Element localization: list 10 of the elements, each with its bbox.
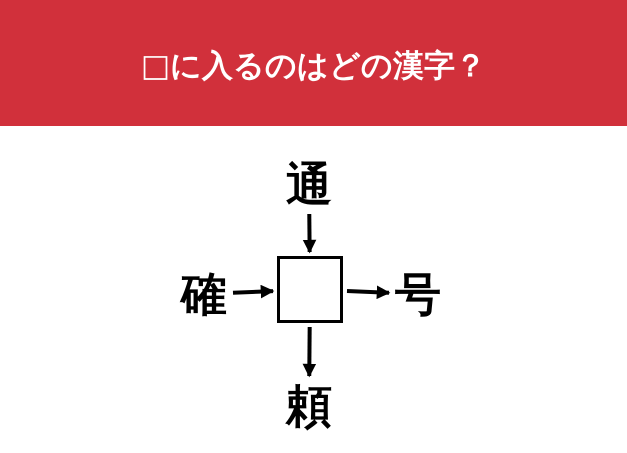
title: □に入るのはどの漢字？ xyxy=(140,47,488,86)
arrow xyxy=(302,214,316,254)
kanji: 通 xyxy=(286,159,332,209)
arrow xyxy=(232,284,274,298)
kanji: 頼 xyxy=(286,381,332,431)
arrow xyxy=(302,326,316,378)
kanji: 確 xyxy=(181,269,227,319)
arrow xyxy=(346,286,390,300)
blank-square xyxy=(277,256,343,323)
kanji: 号 xyxy=(395,269,441,319)
